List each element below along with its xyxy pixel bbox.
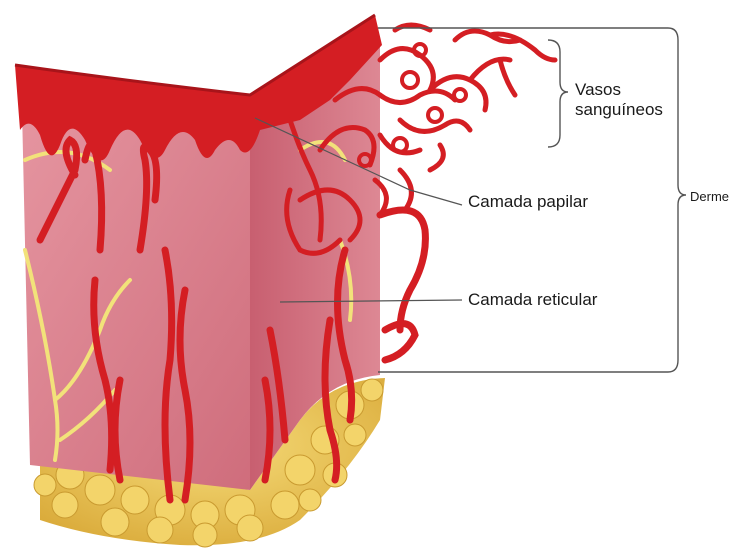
label-camada-papilar: Camada papilar	[468, 192, 588, 212]
bracket-vasos	[548, 40, 568, 147]
label-vasos-line1: Vasos	[575, 80, 663, 100]
label-vasos-line2: sanguíneos	[575, 100, 663, 120]
label-derme: Derme	[690, 190, 729, 205]
label-camada-reticular: Camada reticular	[468, 290, 597, 310]
label-vasos-sanguineos: Vasos sanguíneos	[575, 80, 663, 119]
